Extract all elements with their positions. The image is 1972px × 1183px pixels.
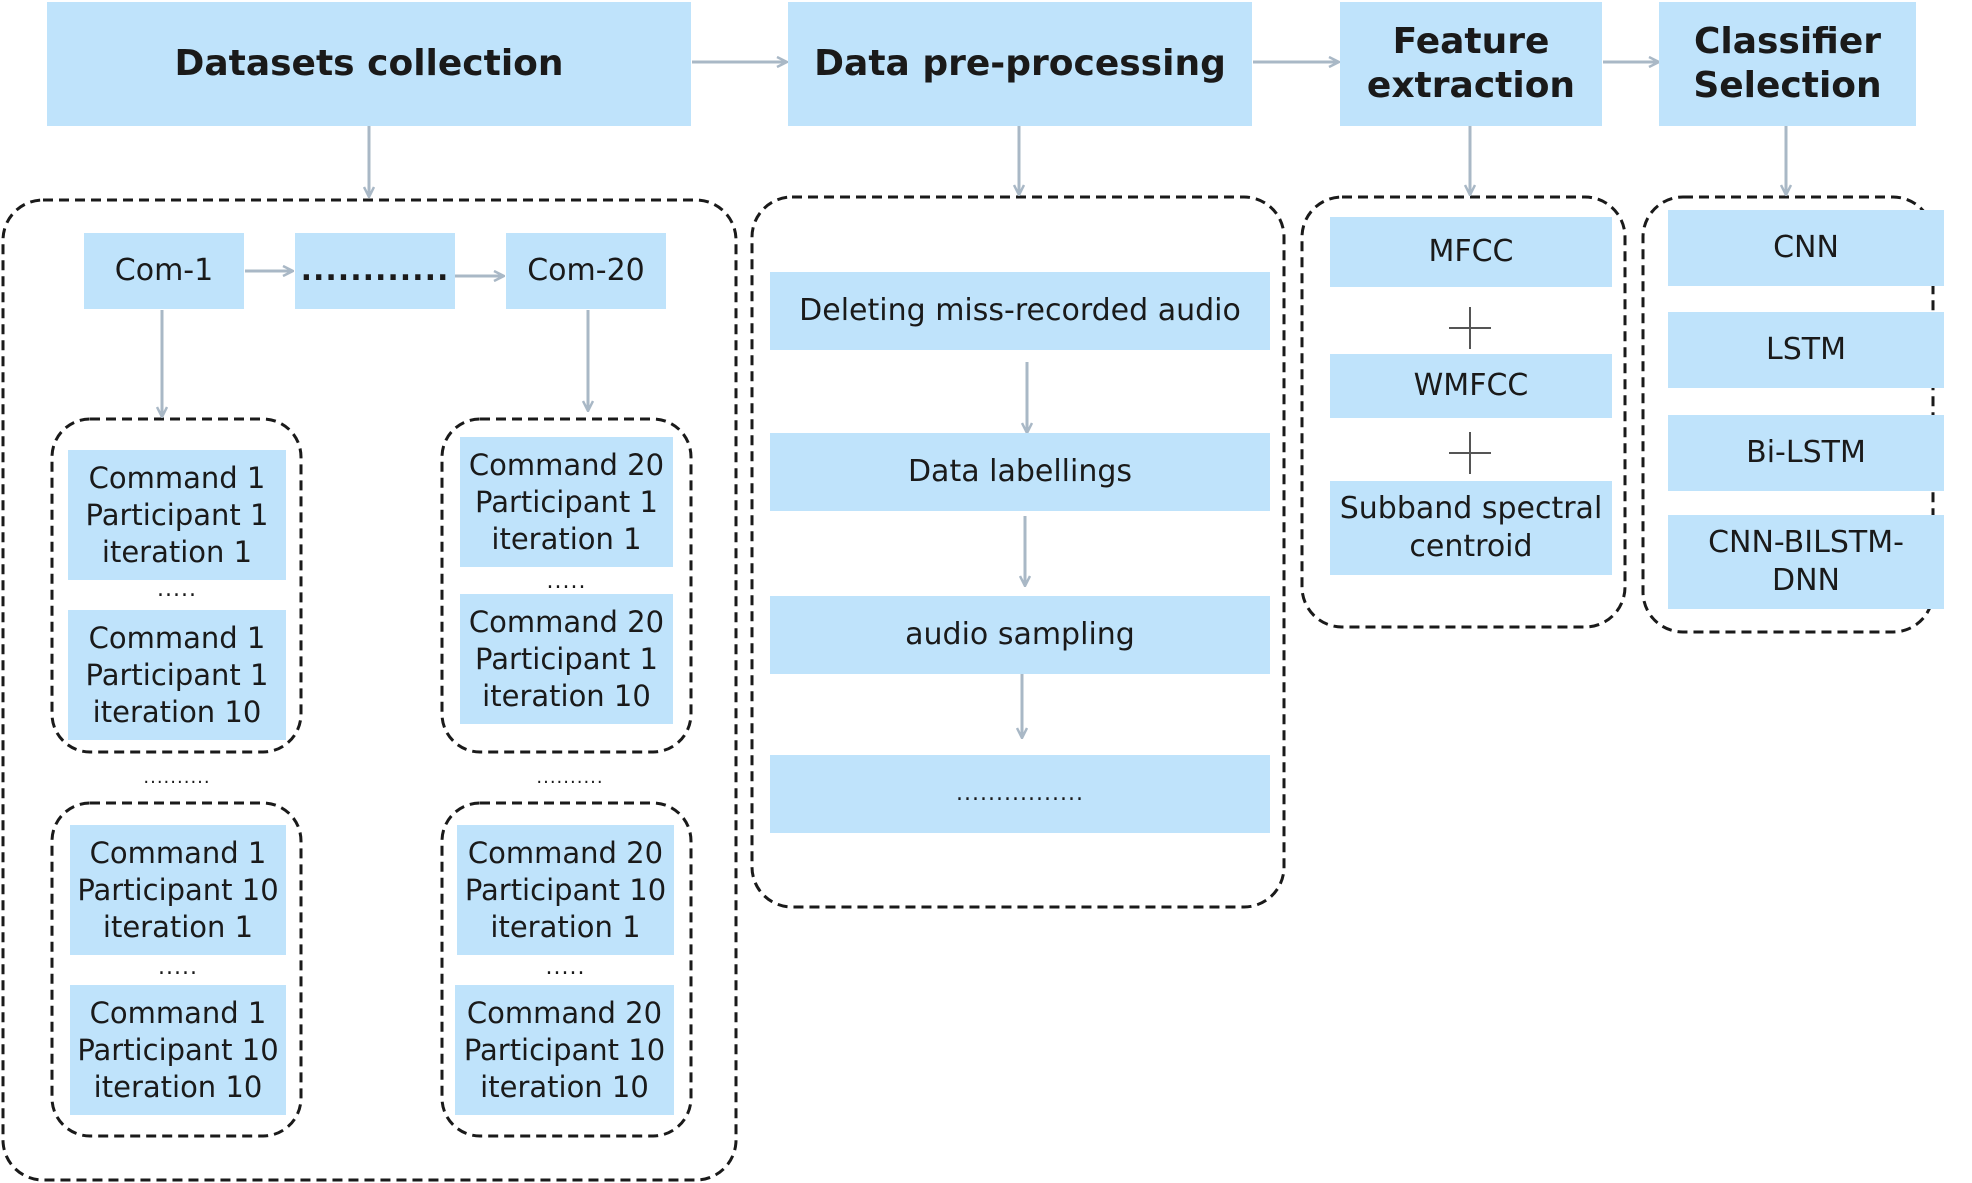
cell-c1-p1-it10-label: Command 1 Participant 1 iteration 10	[85, 620, 269, 729]
dots-c20-p10: .....	[545, 955, 586, 980]
cell-c20-p1-it10-label: Command 20 Participant 1 iteration 10	[468, 604, 665, 713]
stage-classifier-selection: Classifier Selection	[1659, 2, 1916, 126]
group-c20-p1-container	[440, 417, 693, 754]
classifier-cnn-bilstm-dnn: CNN-BILSTM- DNN	[1668, 515, 1944, 609]
preprocessing-step-4-label: ................	[956, 781, 1084, 806]
cell-c1-p1-it10: Command 1 Participant 1 iteration 10	[68, 610, 286, 740]
com-first-box: Com-1	[84, 233, 244, 309]
cell-c20-p10-it10-label: Command 20 Participant 10 iteration 10	[463, 995, 666, 1104]
classifier-cnn-label: CNN	[1773, 230, 1839, 265]
group-c20-p10-container	[440, 801, 693, 1138]
feature-mfcc-label: MFCC	[1428, 234, 1514, 269]
stage-feature-extraction: Feature extraction	[1340, 2, 1602, 126]
stage-features-label: Feature extraction	[1366, 21, 1576, 106]
classifier-lstm: LSTM	[1668, 312, 1944, 388]
feature-subband-spectral-centroid: Subband spectral centroid	[1330, 481, 1612, 575]
cell-c1-p10-it10-label: Command 1 Participant 10 iteration 10	[77, 995, 279, 1104]
preprocessing-step-1-label: Deleting miss-recorded audio	[799, 293, 1241, 328]
cell-c20-p10-it1-label: Command 20 Participant 10 iteration 1	[464, 835, 667, 944]
dots-c1-p10: .....	[158, 955, 198, 980]
cell-c1-p10-it1: Command 1 Participant 10 iteration 1	[70, 825, 286, 955]
cell-c1-p10-it10: Command 1 Participant 10 iteration 10	[70, 985, 286, 1115]
preprocessing-step-3-label: audio sampling	[905, 617, 1135, 652]
cell-c1-p1-it1: Command 1 Participant 1 iteration 1	[68, 450, 286, 580]
stage-classifier-label: Classifier Selection	[1693, 21, 1882, 106]
datasets-container	[1, 198, 738, 1182]
feature-subband-label: Subband spectral centroid	[1339, 491, 1603, 564]
com-first-label: Com-1	[114, 253, 214, 288]
classifier-container	[1641, 195, 1935, 634]
preprocessing-step-3: audio sampling	[770, 596, 1270, 674]
cell-c20-p1-it10: Command 20 Participant 1 iteration 10	[460, 594, 673, 724]
cell-c20-p10-it1: Command 20 Participant 10 iteration 1	[457, 825, 674, 955]
classifier-cnn: CNN	[1668, 210, 1944, 286]
preprocessing-step-4: ................	[770, 755, 1270, 833]
com-last-box: Com-20	[506, 233, 666, 309]
stage-data-preprocessing: Data pre-processing	[788, 2, 1252, 126]
features-container	[1300, 195, 1627, 629]
preprocessing-step-1: Deleting miss-recorded audio	[770, 272, 1270, 350]
feature-mfcc: MFCC	[1330, 217, 1612, 287]
dots-c20-p1: .....	[546, 569, 587, 594]
cell-c1-p10-it1-label: Command 1 Participant 10 iteration 1	[77, 835, 279, 944]
classifier-cnn-bilstm-dnn-label: CNN-BILSTM- DNN	[1708, 525, 1904, 598]
stage-preprocessing-label: Data pre-processing	[814, 43, 1226, 84]
feature-wmfcc-label: WMFCC	[1413, 368, 1529, 403]
cell-c20-p10-it10: Command 20 Participant 10 iteration 10	[455, 985, 674, 1115]
plus-icon-2	[1449, 432, 1491, 474]
com-last-label: Com-20	[527, 253, 645, 288]
dots-right-middle: ..........	[536, 767, 604, 788]
preprocessing-container	[750, 195, 1286, 909]
plus-icon-1	[1449, 307, 1491, 349]
group-c1-p10-container	[50, 801, 303, 1138]
cell-c20-p1-it1: Command 20 Participant 1 iteration 1	[460, 437, 673, 567]
classifier-lstm-label: LSTM	[1766, 332, 1846, 367]
dots-c1-p1: .....	[157, 577, 197, 602]
stage-datasets-label: Datasets collection	[174, 43, 564, 84]
classifier-bi-lstm: Bi-LSTM	[1668, 415, 1944, 491]
cell-c20-p1-it1-label: Command 20 Participant 1 iteration 1	[468, 447, 665, 556]
dots-left-middle: ..........	[143, 767, 211, 788]
cell-c1-p1-it1-label: Command 1 Participant 1 iteration 1	[85, 460, 269, 569]
preprocessing-step-2: Data labellings	[770, 433, 1270, 511]
com-ellipsis-box: ............	[295, 233, 455, 309]
classifier-bi-lstm-label: Bi-LSTM	[1746, 435, 1866, 470]
feature-wmfcc: WMFCC	[1330, 354, 1612, 418]
stage-datasets-collection: Datasets collection	[47, 2, 691, 126]
group-c1-p1-container	[50, 417, 303, 754]
com-ellipsis-label: ............	[300, 253, 450, 288]
preprocessing-step-2-label: Data labellings	[907, 454, 1133, 489]
